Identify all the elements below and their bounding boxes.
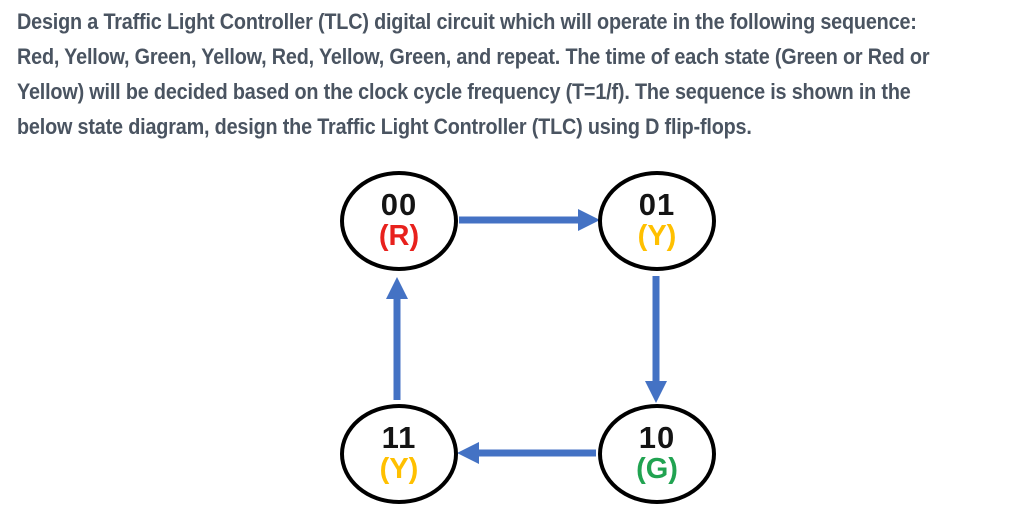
state-color-label: (G) xyxy=(636,453,678,486)
state-color-label: (Y) xyxy=(379,453,419,486)
state-node-10: 10 (G) xyxy=(598,404,716,504)
state-color-label: (R) xyxy=(378,220,420,253)
problem-line-2: Red, Yellow, Green, Yellow, Red, Yellow,… xyxy=(17,44,930,69)
state-node-01: 01 (Y) xyxy=(598,171,716,271)
state-code: 11 xyxy=(381,419,417,455)
problem-line-4: below state diagram, design the Traffic … xyxy=(17,114,752,139)
state-color-label: (Y) xyxy=(637,220,677,253)
state-node-00: 00 (R) xyxy=(340,171,458,271)
problem-line-1: Design a Traffic Light Controller (TLC) … xyxy=(17,9,917,34)
state-code: 01 xyxy=(638,186,676,222)
problem-statement: Design a Traffic Light Controller (TLC) … xyxy=(17,4,1026,144)
problem-line-3: Yellow) will be decided based on the clo… xyxy=(17,79,911,104)
state-code: 10 xyxy=(638,419,676,455)
state-code: 00 xyxy=(380,186,418,222)
state-node-11: 11 (Y) xyxy=(340,404,458,504)
